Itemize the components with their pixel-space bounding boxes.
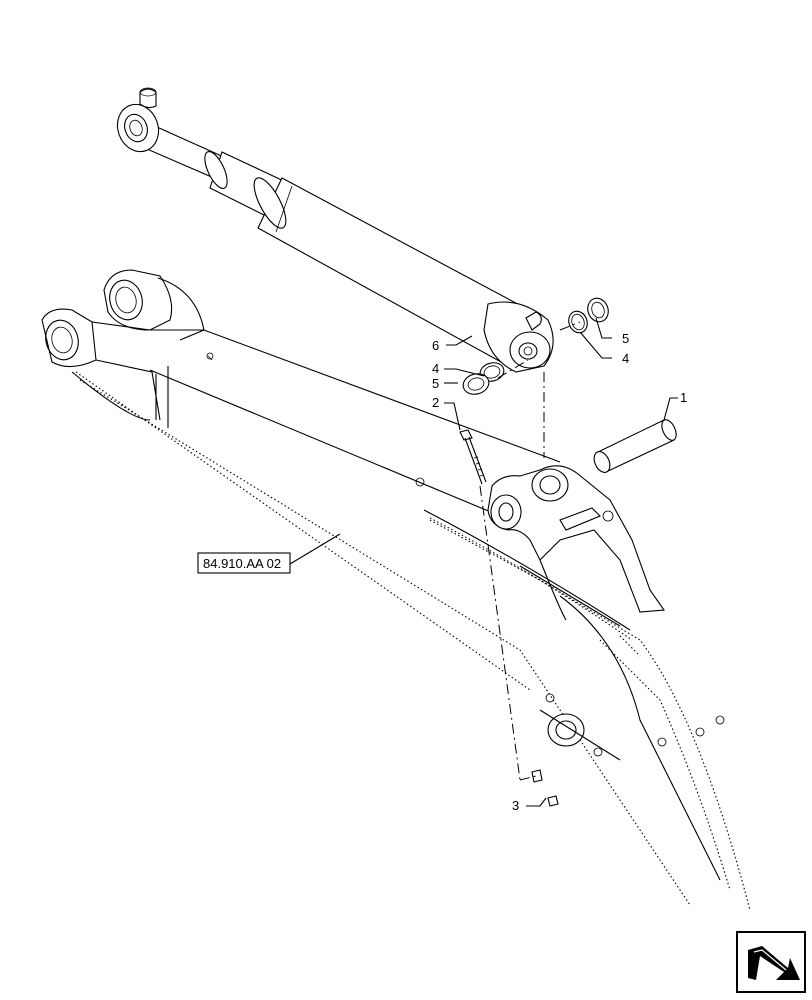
nut [531,769,559,807]
callout-2: 2 [432,395,439,410]
centre-lines [479,321,581,781]
callout-5-left: 5 [432,376,439,391]
hydraulic-cylinder [116,87,554,373]
callout-5-right: 5 [622,331,629,346]
callout-3: 3 [512,798,519,813]
callout-4-left: 4 [432,361,439,376]
pivot-pin [593,419,677,473]
reference-label: 84.910.AA 02 [203,556,281,571]
callout-leaders [289,317,678,807]
washers-left [462,362,505,395]
washers-right [568,297,609,334]
callout-4-right: 4 [622,351,629,366]
boom-arm [41,269,751,911]
callout-1: 1 [680,390,687,405]
next-page-arrow-icon[interactable] [736,931,806,993]
callout-6: 6 [432,338,439,353]
reference-box[interactable]: 84.910.AA 02 [197,552,291,574]
stick-bracket [423,465,725,761]
bolt [459,429,487,485]
